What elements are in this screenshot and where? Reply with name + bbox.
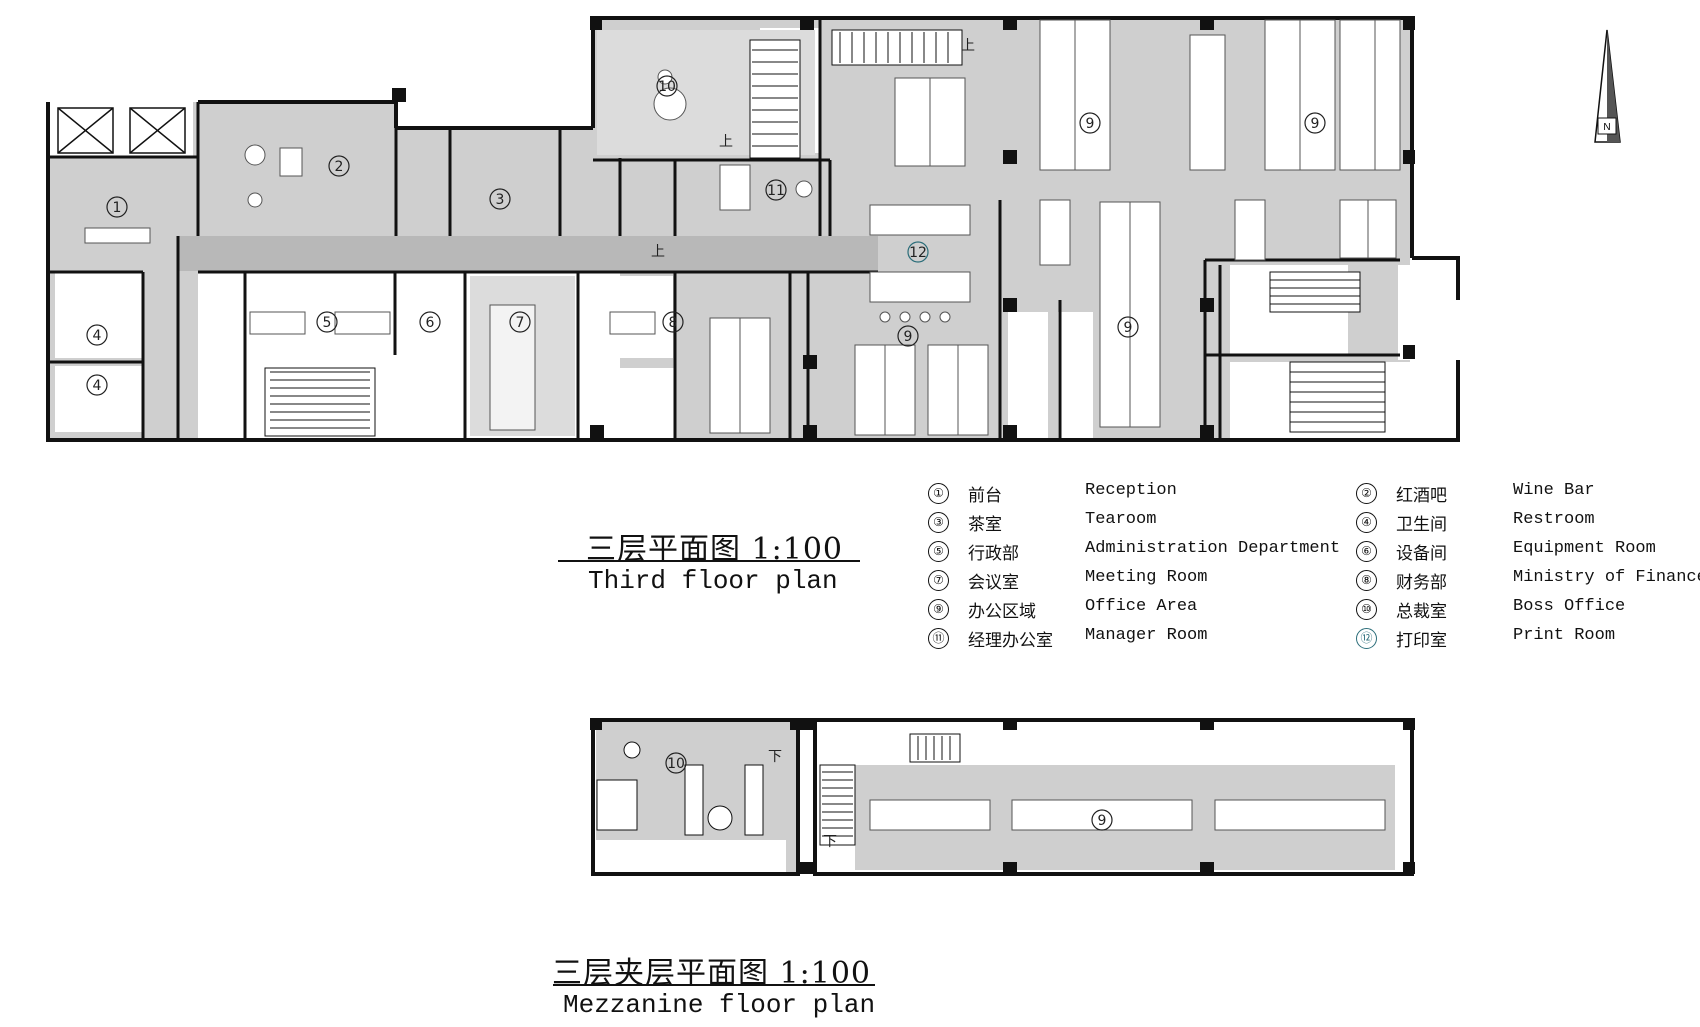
legend-cn: 行政部 xyxy=(968,544,1019,564)
legend-cn: 办公区域 xyxy=(968,602,1036,622)
room-number-label: 12 xyxy=(909,245,927,261)
mezzanine-title-rule xyxy=(553,984,875,986)
third-floor-title-en: Third floor plan xyxy=(588,566,838,596)
legend-cn: 茶室 xyxy=(968,515,1002,535)
legend-en: Manager Room xyxy=(1085,626,1208,645)
legend-number: ⑨ xyxy=(928,599,949,620)
room-number-label: 4 xyxy=(93,328,102,344)
room-number-label: 1 xyxy=(113,200,122,216)
legend-cn: 卫生间 xyxy=(1396,515,1447,535)
legend-cn: 前台 xyxy=(968,486,1002,506)
room-number-label: 8 xyxy=(669,315,678,331)
legend-en: Office Area xyxy=(1085,597,1198,616)
legend-en: Tearoom xyxy=(1085,510,1157,529)
third-floor-plan xyxy=(0,16,1621,442)
room-number-marker xyxy=(1117,316,1139,338)
legend-number: ⑩ xyxy=(1356,599,1377,620)
room-number-marker xyxy=(662,311,684,333)
room-number-label: 9 xyxy=(1086,116,1095,132)
legend-cn: 经理办公室 xyxy=(968,631,1053,651)
legend-number: ① xyxy=(928,483,949,504)
legend-en: Boss Office xyxy=(1513,597,1626,616)
room-number-marker xyxy=(489,188,511,210)
legend-en: Ministry of Finance xyxy=(1513,568,1700,587)
legend-en: Meeting Room xyxy=(1085,568,1208,587)
legend-cn: 会议室 xyxy=(968,573,1019,593)
legend-cn: 打印室 xyxy=(1396,631,1447,651)
legend-cn: 财务部 xyxy=(1396,573,1447,593)
legend-en: Wine Bar xyxy=(1513,481,1595,500)
room-number-marker xyxy=(656,75,678,97)
stair-down-label-2: 下 xyxy=(823,834,837,850)
room-number-marker xyxy=(328,155,350,177)
room-number-label: 5 xyxy=(323,315,332,331)
room-number-label: 10 xyxy=(658,79,676,95)
legend-en: Equipment Room xyxy=(1513,539,1656,558)
room-number-label: 9 xyxy=(904,329,913,345)
legend-number: ⑥ xyxy=(1356,541,1377,562)
room-number-label: 7 xyxy=(516,315,525,331)
legend-number: ⑧ xyxy=(1356,570,1377,591)
main-corridor xyxy=(178,236,878,271)
legend-cn: 总裁室 xyxy=(1396,602,1447,622)
legend-en: Reception xyxy=(1085,481,1177,500)
stair-up-label-3: 上 xyxy=(719,134,733,150)
room-number-marker xyxy=(1091,809,1113,831)
mezzanine-plan xyxy=(590,718,1415,876)
legend-number: ⑫ xyxy=(1356,628,1377,649)
room-number-marker xyxy=(86,374,108,396)
room-number-label: 3 xyxy=(496,192,505,208)
room-number-marker xyxy=(665,752,687,774)
room-number-marker xyxy=(106,196,128,218)
room-number-label: 10 xyxy=(667,756,685,772)
legend-en: Restroom xyxy=(1513,510,1595,529)
legend-cn: 红酒吧 xyxy=(1396,486,1447,506)
room-number-marker xyxy=(86,324,108,346)
room-number-label: 9 xyxy=(1098,813,1107,829)
legend-number: ② xyxy=(1356,483,1377,504)
stair-up-label-2: 上 xyxy=(651,244,665,260)
north-arrow xyxy=(1594,29,1621,143)
legend-number: ④ xyxy=(1356,512,1377,533)
room-number-label: 2 xyxy=(335,159,344,175)
room-number-label: 4 xyxy=(93,378,102,394)
stair-up-label-1: 上 xyxy=(961,38,975,54)
legend-number: ⑪ xyxy=(928,628,949,649)
mezzanine-title-en: Mezzanine floor plan xyxy=(563,990,876,1020)
room-number-marker xyxy=(897,325,919,347)
room-number-label: 9 xyxy=(1311,116,1320,132)
third-floor-title-rule xyxy=(558,560,860,562)
room-number-label: 6 xyxy=(426,315,435,331)
north-label: N xyxy=(1603,122,1610,133)
room-number-marker xyxy=(907,241,929,263)
room-number-marker xyxy=(419,311,441,333)
room-number-label: 11 xyxy=(767,183,785,199)
room-number-marker xyxy=(509,311,531,333)
legend-number: ③ xyxy=(928,512,949,533)
legend-en: Administration Department xyxy=(1085,539,1341,558)
room-number-marker xyxy=(1304,112,1326,134)
legend-cn: 设备间 xyxy=(1396,544,1447,564)
room-number-marker xyxy=(1079,112,1101,134)
legend-number: ⑦ xyxy=(928,570,949,591)
room-number-marker xyxy=(316,311,338,333)
room-number-marker xyxy=(765,179,787,201)
stair-down-label-1: 下 xyxy=(768,749,782,765)
room-number-label: 9 xyxy=(1124,320,1133,336)
legend-en: Print Room xyxy=(1513,626,1616,645)
legend-number: ⑤ xyxy=(928,541,949,562)
